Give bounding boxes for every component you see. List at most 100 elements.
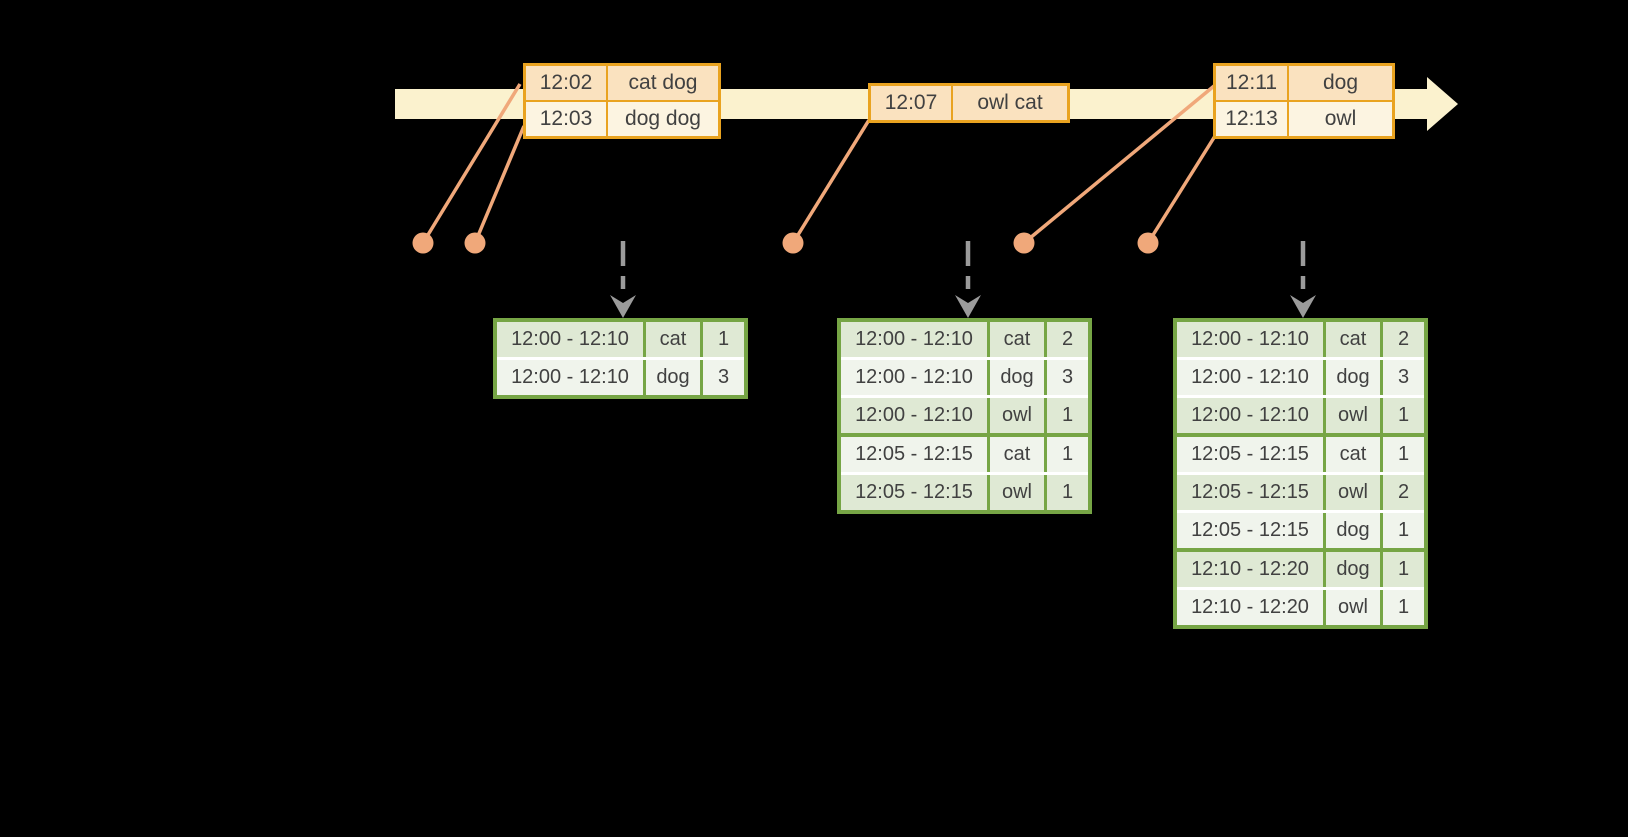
word-cell: dog <box>1326 360 1380 395</box>
count-cell: 1 <box>1383 590 1424 625</box>
count-cell: 3 <box>703 360 744 395</box>
count-cell: 2 <box>1383 322 1424 357</box>
word-cell: cat <box>990 322 1044 357</box>
window-range-cell: 12:00 - 12:10 <box>1177 360 1323 395</box>
event-time-cell: 12:02 <box>526 66 606 100</box>
window-range-cell: 12:00 - 12:10 <box>1177 398 1323 433</box>
event-dot <box>1013 232 1035 254</box>
count-cell: 2 <box>1383 475 1424 510</box>
window-range-cell: 12:00 - 12:10 <box>1177 322 1323 357</box>
count-cell: 3 <box>1047 360 1088 395</box>
word-cell: cat <box>1326 437 1380 472</box>
event-words-cell: cat dog <box>608 66 718 100</box>
event-dot <box>1137 232 1159 254</box>
window-range-cell: 12:00 - 12:10 <box>497 322 643 357</box>
event-words-cell: owl cat <box>953 86 1067 120</box>
event-time-cell: 12:03 <box>526 102 606 136</box>
timeline-arrowhead-icon <box>1427 77 1458 131</box>
word-cell: owl <box>990 398 1044 433</box>
window-range-cell: 12:00 - 12:10 <box>841 322 987 357</box>
count-cell: 2 <box>1047 322 1088 357</box>
word-cell: owl <box>1326 398 1380 433</box>
event-time-cell: 12:13 <box>1216 102 1287 136</box>
count-cell: 1 <box>1383 513 1424 548</box>
dashed-down-arrow-icon <box>1290 241 1316 318</box>
window-range-cell: 12:00 - 12:10 <box>497 360 643 395</box>
connector-line <box>791 119 871 244</box>
word-cell: owl <box>1326 590 1380 625</box>
word-cell: dog <box>990 360 1044 395</box>
event-dot <box>782 232 804 254</box>
connector-line <box>1146 135 1217 244</box>
count-cell: 1 <box>1047 398 1088 433</box>
window-range-cell: 12:05 - 12:15 <box>841 475 987 510</box>
event-words-cell: owl <box>1289 102 1392 136</box>
window-range-cell: 12:05 - 12:15 <box>841 437 987 472</box>
connector-lines <box>421 83 1217 245</box>
count-cell: 1 <box>1047 437 1088 472</box>
dashed-down-arrows <box>610 241 1316 318</box>
connector-line <box>473 125 526 244</box>
count-cell: 1 <box>1047 475 1088 510</box>
event-words-cell: dog dog <box>608 102 718 136</box>
window-range-cell: 12:00 - 12:10 <box>841 360 987 395</box>
window-range-cell: 12:00 - 12:10 <box>841 398 987 433</box>
event-dots <box>412 232 1159 254</box>
event-dot <box>412 232 434 254</box>
window-range-cell: 12:05 - 12:15 <box>1177 475 1323 510</box>
window-range-cell: 12:10 - 12:20 <box>1177 552 1323 587</box>
window-range-cell: 12:05 - 12:15 <box>1177 513 1323 548</box>
word-cell: cat <box>646 322 700 357</box>
event-time-cell: 12:11 <box>1216 66 1287 100</box>
word-cell: cat <box>1326 322 1380 357</box>
connector-line <box>1022 84 1216 245</box>
dashed-down-arrow-icon <box>610 241 636 318</box>
event-dot <box>464 232 486 254</box>
word-cell: cat <box>990 437 1044 472</box>
word-cell: dog <box>646 360 700 395</box>
count-cell: 3 <box>1383 360 1424 395</box>
count-cell: 1 <box>1383 437 1424 472</box>
word-cell: owl <box>990 475 1044 510</box>
count-cell: 1 <box>703 322 744 357</box>
count-cell: 1 <box>1383 398 1424 433</box>
event-time-cell: 12:07 <box>871 86 951 120</box>
dashed-down-arrow-icon <box>955 241 981 318</box>
window-range-cell: 12:10 - 12:20 <box>1177 590 1323 625</box>
count-cell: 1 <box>1383 552 1424 587</box>
word-cell: dog <box>1326 552 1380 587</box>
word-cell: dog <box>1326 513 1380 548</box>
word-cell: owl <box>1326 475 1380 510</box>
